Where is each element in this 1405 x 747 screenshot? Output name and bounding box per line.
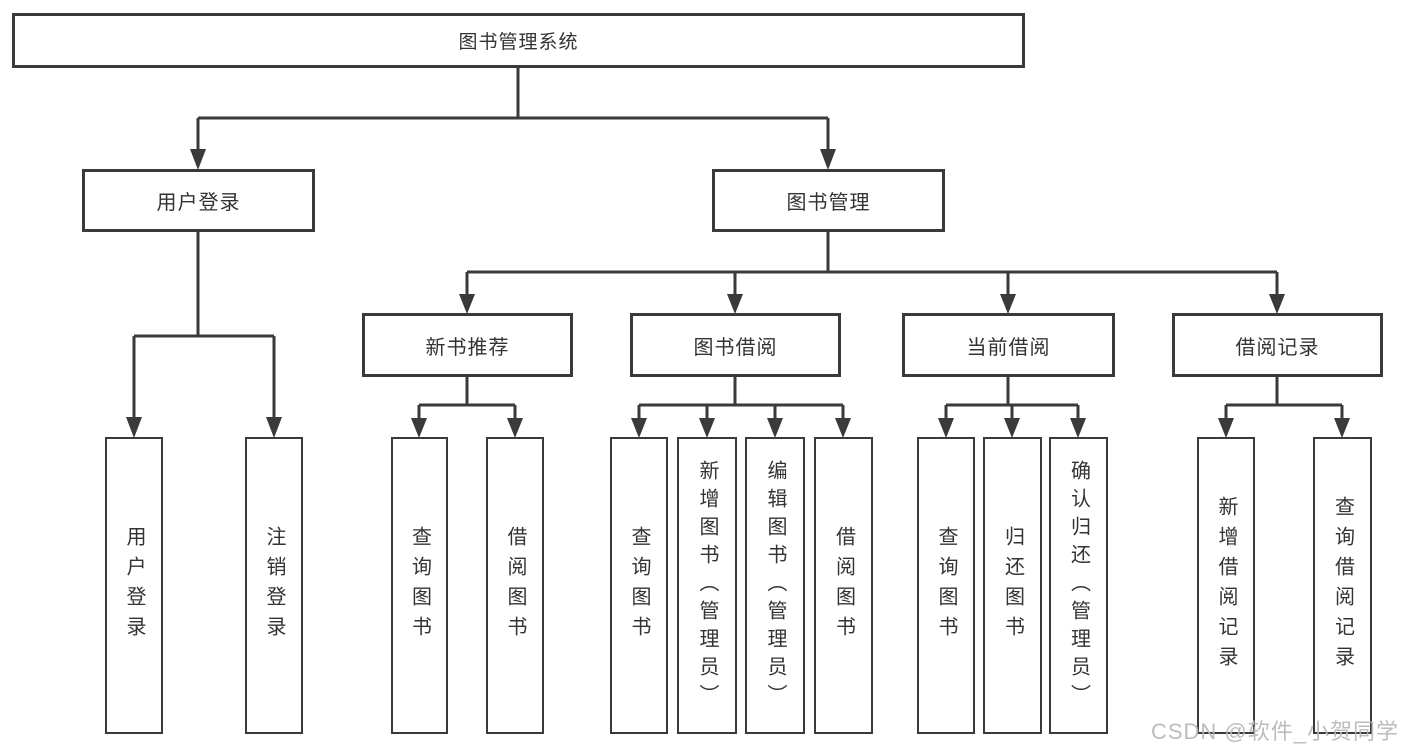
leaf-add-borrow-record: 新增借阅记录 [1197, 437, 1255, 734]
leaf-label: 确认归还（管理员） [1067, 459, 1090, 712]
leaf-label: 查询图书 [935, 525, 957, 646]
leaf-query-books-recommend: 查询图书 [391, 437, 448, 734]
leaf-logout: 注销登录 [245, 437, 303, 734]
node-library-management-system: 图书管理系统 [12, 13, 1025, 68]
leaf-borrow-books: 借阅图书 [814, 437, 873, 734]
leaf-confirm-return-admin: 确认归还（管理员） [1049, 437, 1108, 734]
leaf-query-books-borrowing: 查询图书 [610, 437, 668, 734]
node-borrowing-records: 借阅记录 [1172, 313, 1383, 377]
leaf-label: 注销登录 [263, 525, 285, 646]
leaf-label: 新增图书（管理员） [696, 459, 718, 712]
node-new-book-recommendation: 新书推荐 [362, 313, 573, 377]
node-book-borrowing: 图书借阅 [630, 313, 841, 377]
leaf-edit-books-admin: 编辑图书（管理员） [745, 437, 805, 734]
node-current-borrowing: 当前借阅 [902, 313, 1115, 377]
leaf-return-books: 归还图书 [983, 437, 1042, 734]
leaf-label: 借阅图书 [504, 525, 526, 646]
leaf-user-login: 用户登录 [105, 437, 163, 734]
leaf-label: 新增借阅记录 [1215, 495, 1237, 676]
leaf-query-borrow-record: 查询借阅记录 [1313, 437, 1372, 734]
leaf-borrow-books-recommend: 借阅图书 [486, 437, 544, 734]
leaf-label: 借阅图书 [832, 525, 855, 646]
leaf-add-books-admin: 新增图书（管理员） [677, 437, 737, 734]
leaf-label: 归还图书 [1001, 525, 1024, 646]
leaf-label: 查询图书 [408, 525, 431, 646]
leaf-label: 查询借阅记录 [1331, 495, 1354, 676]
leaf-label: 编辑图书（管理员） [764, 459, 786, 712]
node-user-login-branch: 用户登录 [82, 169, 315, 232]
csdn-watermark: CSDN @软件_小贺同学 [1150, 719, 1399, 744]
leaf-label: 用户登录 [123, 525, 145, 646]
node-book-management-branch: 图书管理 [712, 169, 945, 232]
leaf-query-books-current: 查询图书 [917, 437, 975, 734]
leaf-label: 查询图书 [628, 525, 650, 646]
